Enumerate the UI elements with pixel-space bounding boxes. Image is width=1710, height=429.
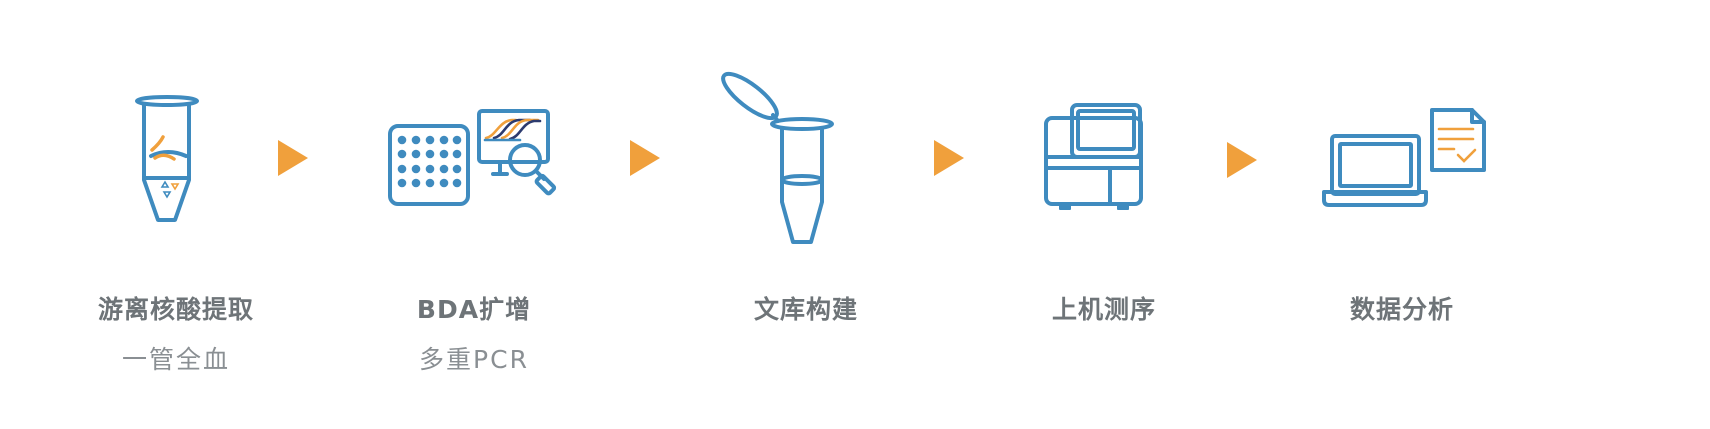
step-title: 文库构建 xyxy=(753,295,858,324)
play-arrow-icon xyxy=(628,138,662,178)
step-subtitle: 多重PCR xyxy=(419,345,529,374)
open-tube-icon xyxy=(721,71,834,244)
play-arrow-icon xyxy=(276,138,310,178)
play-arrow-icon xyxy=(932,138,966,178)
step-title: 游离核酸提取 xyxy=(97,295,254,324)
step-title: 数据分析 xyxy=(1349,295,1454,324)
step-cfdna-extraction: 游离核酸提取 一管全血 xyxy=(36,0,316,429)
play-arrow-icon xyxy=(1225,140,1259,180)
step-bda-amplification: BDA扩增 多重PCR xyxy=(334,0,614,429)
step-title: 上机测序 xyxy=(1051,295,1156,324)
step-subtitle: 一管全血 xyxy=(121,345,230,374)
step-data-analysis: 数据分析 xyxy=(1262,0,1542,429)
step-sequencing: 上机测序 xyxy=(964,0,1244,429)
step-library-construction: 文库构建 xyxy=(666,0,946,429)
sequencer-icon xyxy=(1044,103,1143,210)
blood-tube-icon xyxy=(135,95,199,222)
laptop-report-icon xyxy=(1322,108,1486,207)
pcr-plate-monitor-icon xyxy=(388,109,557,206)
step-title: BDA扩增 xyxy=(416,295,532,324)
